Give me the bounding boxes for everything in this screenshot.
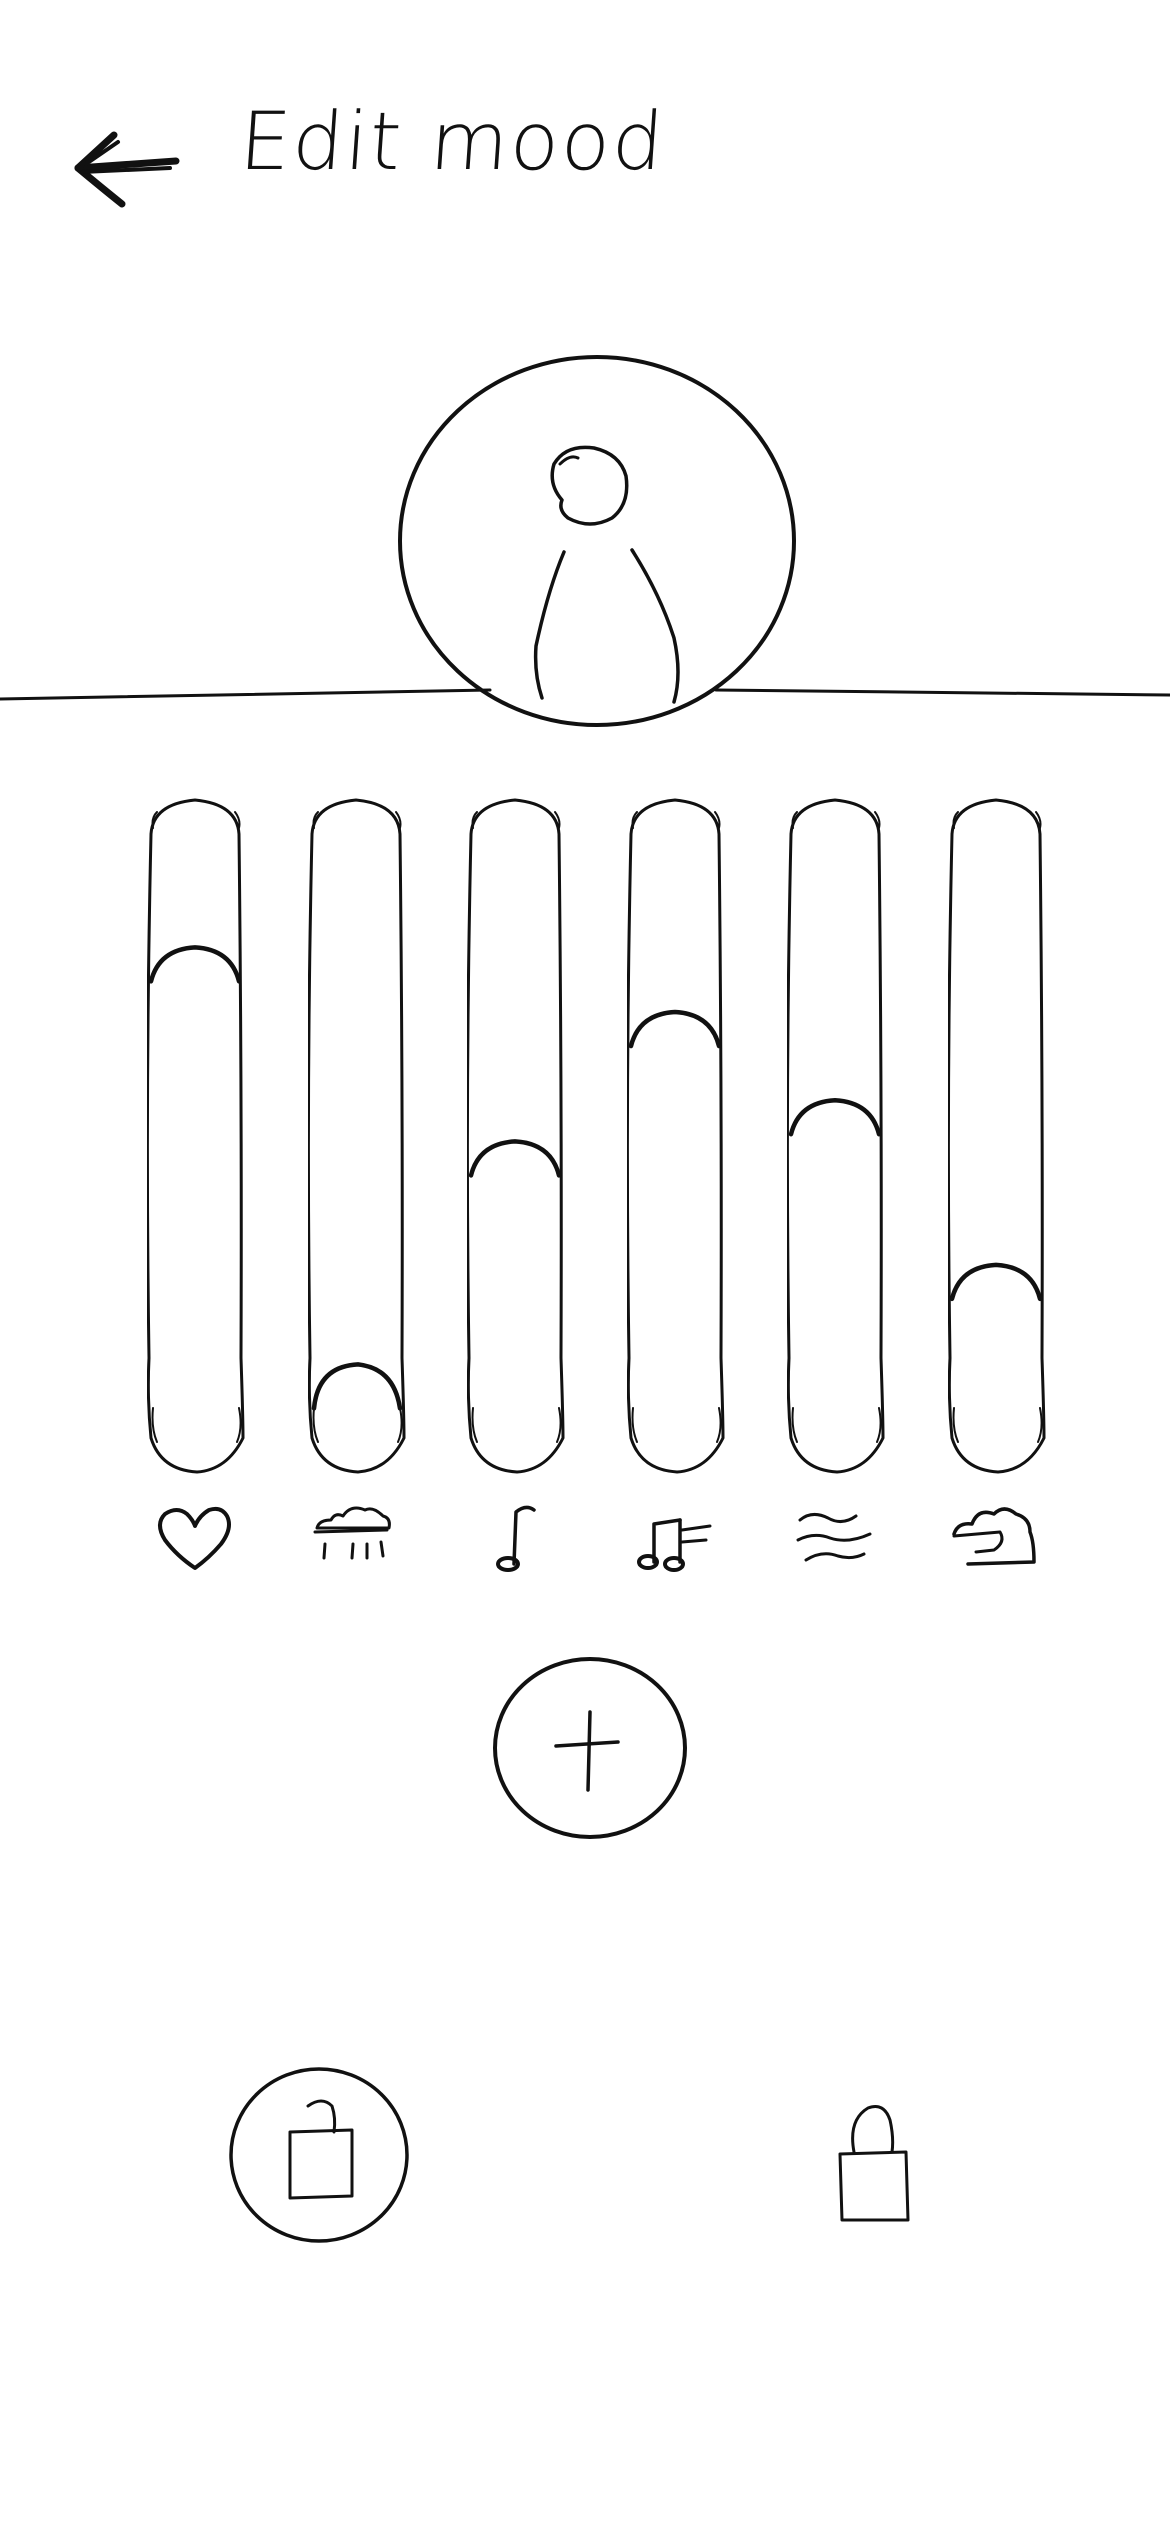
unlocked-padlock-icon [229,2067,409,2243]
mood-slider-cloud[interactable] [946,798,1046,1474]
back-button[interactable] [66,118,196,218]
page-title: Edit mood [236,95,669,188]
music-note-icon [496,1505,536,1572]
slider-level-handle[interactable] [148,945,242,984]
mood-icon-rain [311,1498,401,1582]
plus-icon [493,1657,687,1839]
mood-slider-heart[interactable] [145,798,245,1474]
slider-track-graphic [145,798,245,1474]
slider-track [946,798,1046,1474]
slider-track-graphic [625,798,725,1474]
arrow-left-icon [74,131,180,208]
lock-button[interactable] [818,2090,928,2230]
mood-slider-music-notes[interactable] [625,798,725,1474]
header: Edit mood [0,0,1170,300]
cloud-icon [952,1507,1036,1566]
slider-level-handle[interactable] [468,1139,562,1178]
locked-padlock-icon [838,2105,910,2222]
slider-track-detail [151,811,242,1443]
slider-level-handle[interactable] [628,1009,722,1049]
slider-track [306,798,406,1474]
slider-track-graphic [465,798,565,1474]
mood-icon-wind [790,1498,880,1582]
slider-track-graphic [785,798,885,1474]
mood-icon-heart [151,1498,241,1582]
slider-track-detail [952,811,1043,1443]
slider-track [145,798,245,1474]
mood-slider-music-note[interactable] [465,798,565,1474]
slider-level-handle[interactable] [949,1262,1043,1302]
slider-track [465,798,565,1474]
add-button[interactable] [492,1656,688,1840]
slider-track-detail [631,811,722,1443]
music-notes-icon [637,1518,712,1572]
mood-icon-music-notes [632,1498,722,1582]
mood-slider-rain[interactable] [306,798,406,1474]
slider-track-graphic [306,798,406,1474]
slider-level-handle[interactable] [788,1097,882,1137]
slider-track-detail [312,811,403,1443]
person-silhouette-icon [398,355,796,727]
mood-icon-cloud [950,1498,1040,1582]
unlock-button[interactable] [228,2066,410,2244]
mood-slider-wind[interactable] [785,798,885,1474]
rain-cloud-icon [313,1506,391,1560]
slider-track [785,798,885,1474]
slider-track-graphic [946,798,1046,1474]
slider-level-handle[interactable] [311,1362,403,1411]
avatar[interactable] [398,354,798,728]
heart-icon [158,1506,231,1570]
mood-icon-music-note [472,1498,562,1582]
slider-track-detail [471,811,562,1443]
wind-waves-icon [796,1513,872,1562]
slider-track [625,798,725,1474]
slider-track-detail [791,811,882,1443]
